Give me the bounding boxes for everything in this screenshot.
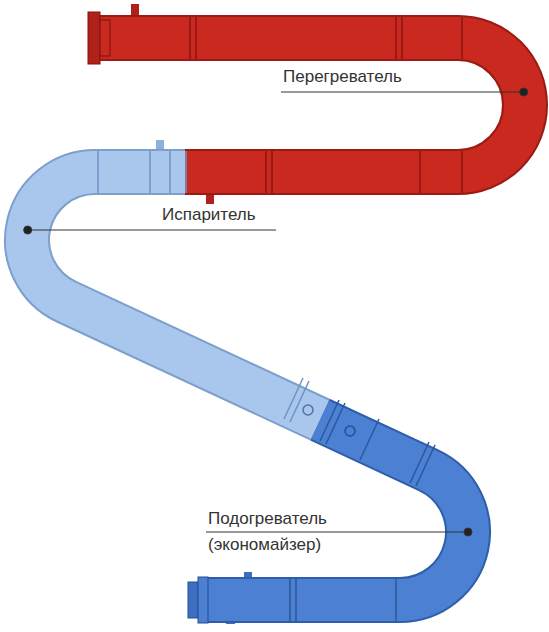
- flange: [88, 12, 100, 64]
- part-label: Подогреватель (экономайзер): [208, 506, 348, 558]
- flange: [100, 20, 110, 56]
- bolt: [303, 405, 313, 415]
- bolt: [345, 426, 355, 436]
- evaporator-edge: [27, 172, 320, 420]
- pipe-rings: [98, 17, 462, 621]
- flange: [188, 582, 198, 618]
- flange: [198, 577, 208, 623]
- leader-lines: [24, 88, 528, 536]
- part-label: Испаритель: [162, 202, 312, 228]
- evaporator: [27, 172, 320, 420]
- part-label: Перегреватель: [283, 64, 513, 90]
- economizer: [200, 420, 468, 600]
- economizer-edge: [200, 420, 468, 600]
